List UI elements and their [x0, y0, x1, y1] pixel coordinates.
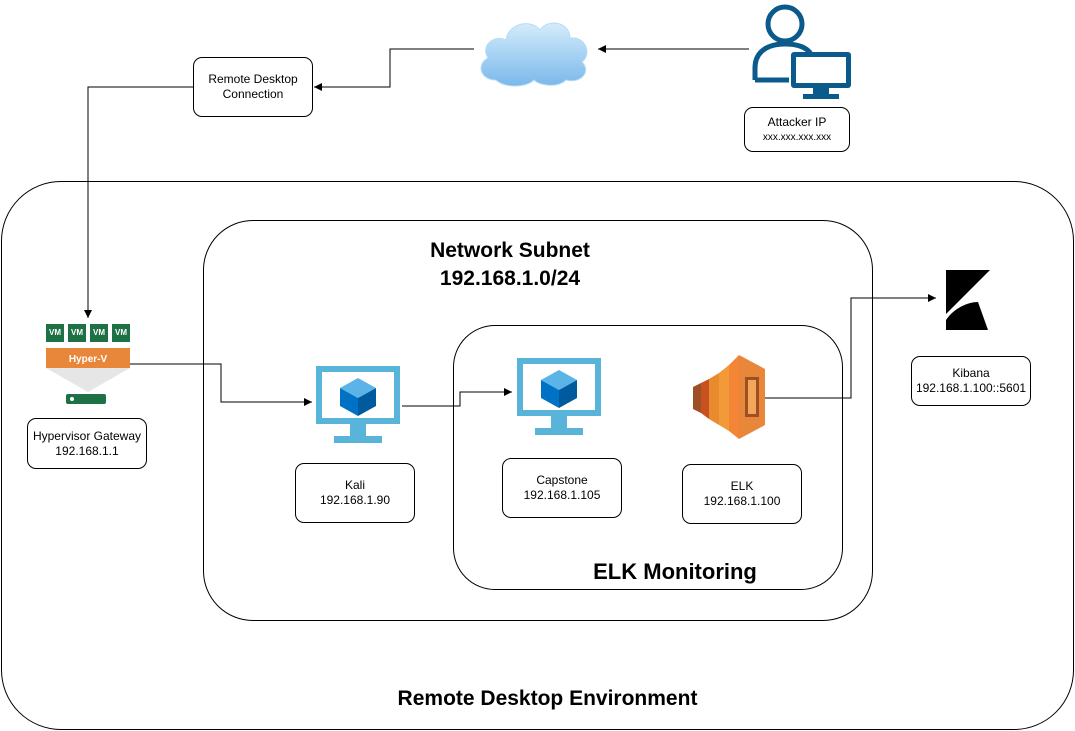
vm-tag-2: VM: [71, 328, 83, 337]
attacker-ip: xxx.xxx.xxx.xxx: [762, 131, 832, 143]
remote-desktop-environment-region: [1, 181, 1074, 730]
vm-tag-1: VM: [49, 328, 61, 337]
cloud-icon: [474, 12, 594, 88]
monitoring-title: ELK Monitoring: [593, 559, 757, 584]
kibana-icon: [944, 270, 990, 330]
kibana-label: Kibana: [952, 366, 990, 380]
elk-box: ELK 192.168.1.100: [682, 464, 802, 524]
capstone-box: Capstone 192.168.1.105: [502, 458, 622, 518]
subnet-title: Network Subnet: [430, 239, 590, 262]
attacker-ip-box: Attacker IP xxx.xxx.xxx.xxx: [744, 107, 850, 152]
capstone-ip: 192.168.1.105: [523, 488, 601, 502]
hyper-v-icon: Hyper-V: [44, 324, 132, 406]
edge-elk-to-kibana: [765, 294, 936, 399]
edge-hypervisor-to-kali: [128, 363, 312, 406]
hyper-v-badge: Hyper-V: [69, 354, 108, 365]
elk-monitoring-region: [453, 325, 843, 590]
remote-desktop-connection-box: Remote Desktop Connection: [193, 57, 313, 117]
hypervisor-ip: 192.168.1.1: [55, 443, 119, 458]
kibana-box: Kibana 192.168.1.100::5601: [911, 356, 1031, 406]
attacker-label: Attacker IP: [767, 114, 827, 129]
capstone-label: Capstone: [536, 473, 588, 487]
remote-desktop-label-line1: Remote Desktop: [208, 72, 298, 86]
kali-label: Kali: [344, 478, 365, 492]
subnet-cidr: 192.168.1.0/24: [439, 267, 581, 290]
network-subnet-region: [203, 220, 873, 621]
elk-label: ELK: [730, 479, 754, 493]
hypervisor-label: Hypervisor Gateway: [32, 428, 142, 443]
remote-desktop-label-line2: Connection: [222, 87, 284, 101]
edge-cloud-to-remote-desktop: [314, 48, 474, 91]
elk-ip: 192.168.1.100: [703, 494, 781, 508]
kali-ip: 192.168.1.90: [319, 493, 391, 507]
virtual-machine-icon: [314, 364, 402, 446]
vm-tag-4: VM: [115, 328, 127, 337]
vm-tag-3: VM: [93, 328, 105, 337]
edge-remote-desktop-to-hypervisor: [84, 86, 193, 318]
virtual-machine-icon-capstone: [515, 356, 603, 438]
environment-title: Remote Desktop Environment: [397, 687, 698, 710]
kali-box: Kali 192.168.1.90: [295, 463, 415, 523]
edge-kali-to-capstone: [402, 388, 512, 407]
hypervisor-gateway-box: Hypervisor Gateway 192.168.1.1: [27, 418, 147, 469]
user-computer-icon: [749, 2, 855, 102]
kibana-ip: 192.168.1.100::5601: [915, 381, 1027, 395]
aws-elk-icon: [693, 355, 765, 439]
